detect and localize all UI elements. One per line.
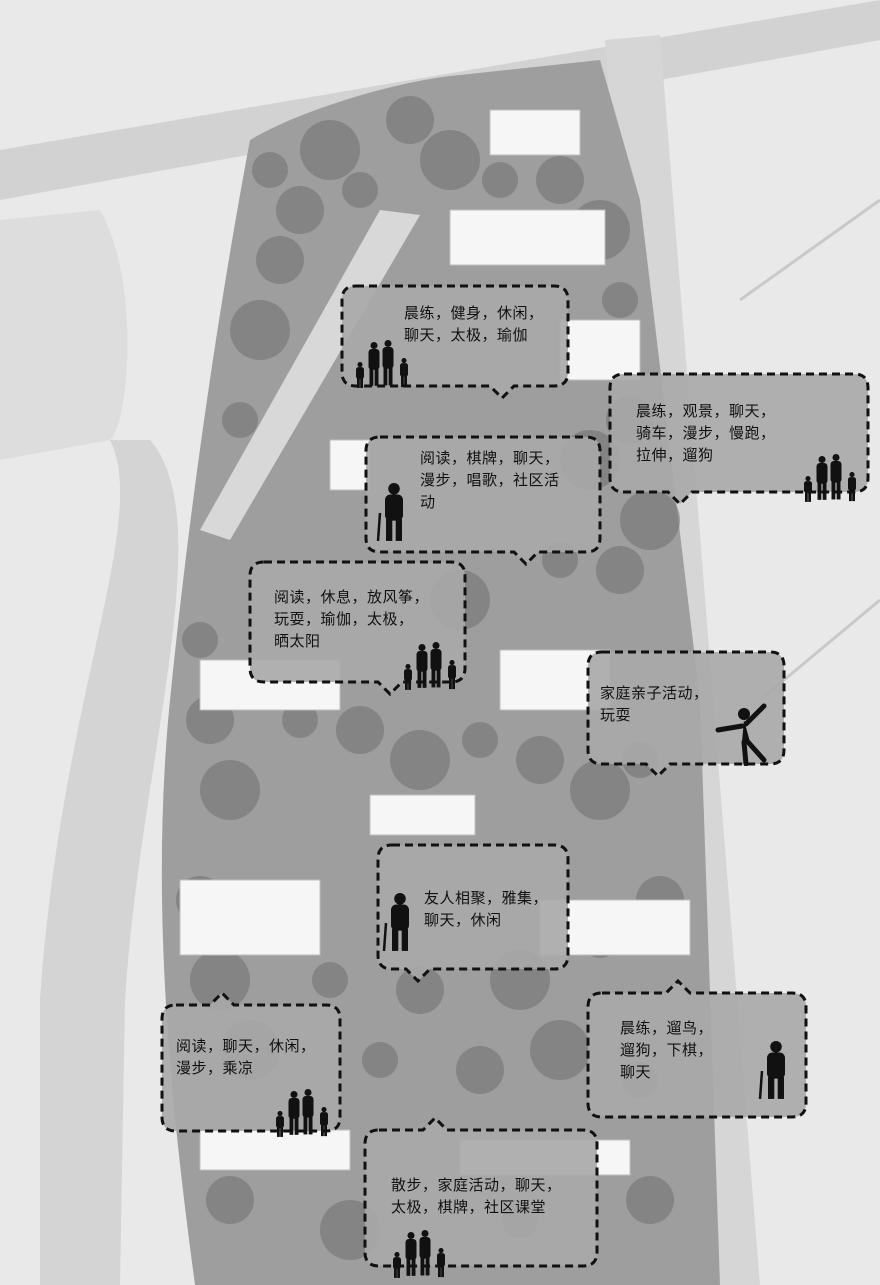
building <box>329 439 371 491</box>
tree <box>620 490 680 550</box>
activity-bubble-8: 晨练，遛鸟， 遛狗，下棋， 聊天 <box>586 978 808 1119</box>
building <box>179 879 321 956</box>
tree <box>282 702 318 738</box>
activity-bubble-1: 晨练，健身，休闲， 聊天，太极，瑜伽 <box>340 284 570 401</box>
tree <box>462 722 498 758</box>
tree <box>190 950 250 1010</box>
tree <box>300 120 360 180</box>
tree <box>342 172 378 208</box>
tree <box>362 1042 398 1078</box>
bubble-outline <box>248 560 467 697</box>
building <box>489 109 581 156</box>
tree <box>420 130 480 190</box>
bubble-border <box>376 843 570 984</box>
elder-silhouette-icon <box>374 477 414 545</box>
road-west-outer <box>0 210 128 460</box>
bubble-border <box>586 978 808 1119</box>
road-west <box>40 440 179 1285</box>
bubble-border <box>608 372 870 507</box>
bubble-border <box>364 435 602 567</box>
activity-text: 阅读，休息，放风筝， 玩耍，瑜伽，太极， 晒太阳 <box>274 588 430 650</box>
activity-text: 阅读，聊天，休闲， 漫步，乘凉 <box>176 1037 316 1077</box>
family-silhouette-icon <box>400 630 464 694</box>
activity-text: 晨练，遛鸟， 遛狗，下棋， 聊天 <box>620 1019 714 1081</box>
tree <box>516 736 564 784</box>
family-silhouette-icon <box>272 1077 336 1141</box>
tree <box>596 546 644 594</box>
activity-bubble-5: 家庭亲子活动， 玩耍 <box>586 650 786 779</box>
tree <box>456 1046 504 1094</box>
activity-bubble-2: 晨练，观景，聊天， 骑车，漫步，慢跑， 拉伸，遛狗 <box>608 372 870 507</box>
activity-bubble-9: 散步，家庭活动，聊天， 太极，棋牌，社区课堂 <box>363 1115 599 1278</box>
activity-bubble-6: 友人相聚，雅集， 聊天，休闲 <box>376 843 570 984</box>
bubble-outline <box>364 435 602 567</box>
tree <box>230 300 290 360</box>
activity-text: 晨练，健身，休闲， 聊天，太极，瑜伽 <box>404 304 544 344</box>
tree <box>386 96 434 144</box>
tree <box>206 1176 254 1224</box>
activity-bubble-3: 阅读，棋牌，聊天， 漫步，唱歌，社区活 动 <box>364 435 602 567</box>
tree <box>336 706 384 754</box>
bubble-outline <box>376 843 570 984</box>
bubble-outline <box>608 372 870 507</box>
bubble-border <box>586 650 786 779</box>
elder-silhouette-icon <box>756 1035 796 1103</box>
building <box>559 319 641 381</box>
bubble-border <box>340 284 570 401</box>
tree <box>570 760 630 820</box>
tree <box>276 186 324 234</box>
elder-silhouette-icon <box>380 887 420 955</box>
tree <box>396 966 444 1014</box>
bubble-outline <box>586 978 808 1119</box>
tree <box>312 962 348 998</box>
tree <box>482 162 518 198</box>
family-silhouette-icon <box>352 328 416 392</box>
tree <box>536 156 584 204</box>
tree <box>200 760 260 820</box>
activity-text: 友人相聚，雅集， 聊天，休闲 <box>424 889 549 929</box>
building <box>369 794 476 836</box>
bubble-outline <box>586 650 786 779</box>
tree <box>602 282 638 318</box>
tree <box>252 152 288 188</box>
buildings <box>179 109 691 1176</box>
activity-text: 阅读，棋牌，聊天， 漫步，唱歌，社区活 动 <box>420 449 560 511</box>
family-silhouette-icon <box>389 1218 453 1282</box>
tree <box>222 402 258 438</box>
building <box>449 209 606 266</box>
activity-bubble-4: 阅读，休息，放风筝， 玩耍，瑜伽，太极， 晒太阳 <box>248 560 467 697</box>
bubble-outline <box>340 284 570 401</box>
activity-text: 散步，家庭活动，聊天， 太极，棋牌，社区课堂 <box>391 1176 562 1216</box>
child-silhouette-icon <box>712 702 772 770</box>
bubble-border <box>363 1115 599 1268</box>
tree <box>626 1176 674 1224</box>
bubble-border <box>248 560 467 697</box>
bubble-outline <box>363 1115 599 1268</box>
tree <box>390 730 450 790</box>
tree <box>256 236 304 284</box>
activity-text: 晨练，观景，聊天， 骑车，漫步，慢跑， 拉伸，遛狗 <box>636 402 776 464</box>
family-silhouette-icon <box>800 442 864 506</box>
tree <box>530 1020 590 1080</box>
activity-bubble-7: 阅读，聊天，休闲， 漫步，乘凉 <box>160 990 342 1137</box>
tree <box>182 622 218 658</box>
activity-text: 家庭亲子活动， 玩耍 <box>600 684 709 724</box>
building <box>199 1129 351 1171</box>
